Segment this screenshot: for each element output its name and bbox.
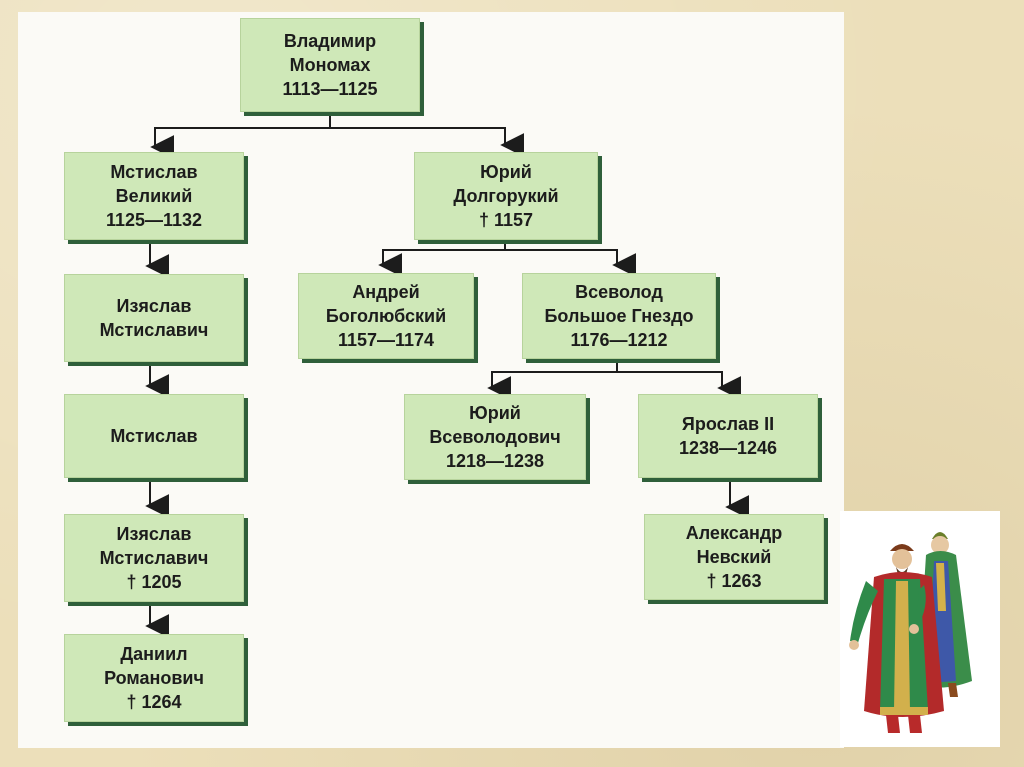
node-mstislav-velikiy: Мстислав Великий 1125—1132 (64, 152, 244, 240)
node-vladimir-monomakh: Владимир Мономах 1113—1125 (240, 18, 420, 112)
node-izyaslav-mstislavich-1: Изяслав Мстиславич (64, 274, 244, 362)
connector-vsevolod (487, 360, 618, 400)
node-aleksandr-nevskiy: Александр Невский † 1263 (644, 514, 824, 600)
node-vsevolod-bolshoe-gnezdo: Всеволод Большое Гнездо 1176—1212 (522, 273, 716, 359)
connector-yuriy (378, 240, 506, 277)
node-mstislav: Мстислав (64, 394, 244, 478)
node-daniil-romanovich: Даниил Романович † 1264 (64, 634, 244, 722)
node-izyaslav-mstislavich-2: Изяслав Мстиславич † 1205 (64, 514, 244, 602)
node-yaroslav-ii: Ярослав II 1238—1246 (638, 394, 818, 478)
node-yuriy-dolgorukiy: Юрий Долгорукий † 1157 (414, 152, 598, 240)
princes-illustration (840, 511, 1000, 747)
node-yuriy-vsevolodovich: Юрий Всеволодович 1218—1238 (404, 394, 586, 480)
princes-figure-icon (849, 532, 972, 733)
node-andrey-bogolyubskiy: Андрей Боголюбский 1157—1174 (298, 273, 474, 359)
